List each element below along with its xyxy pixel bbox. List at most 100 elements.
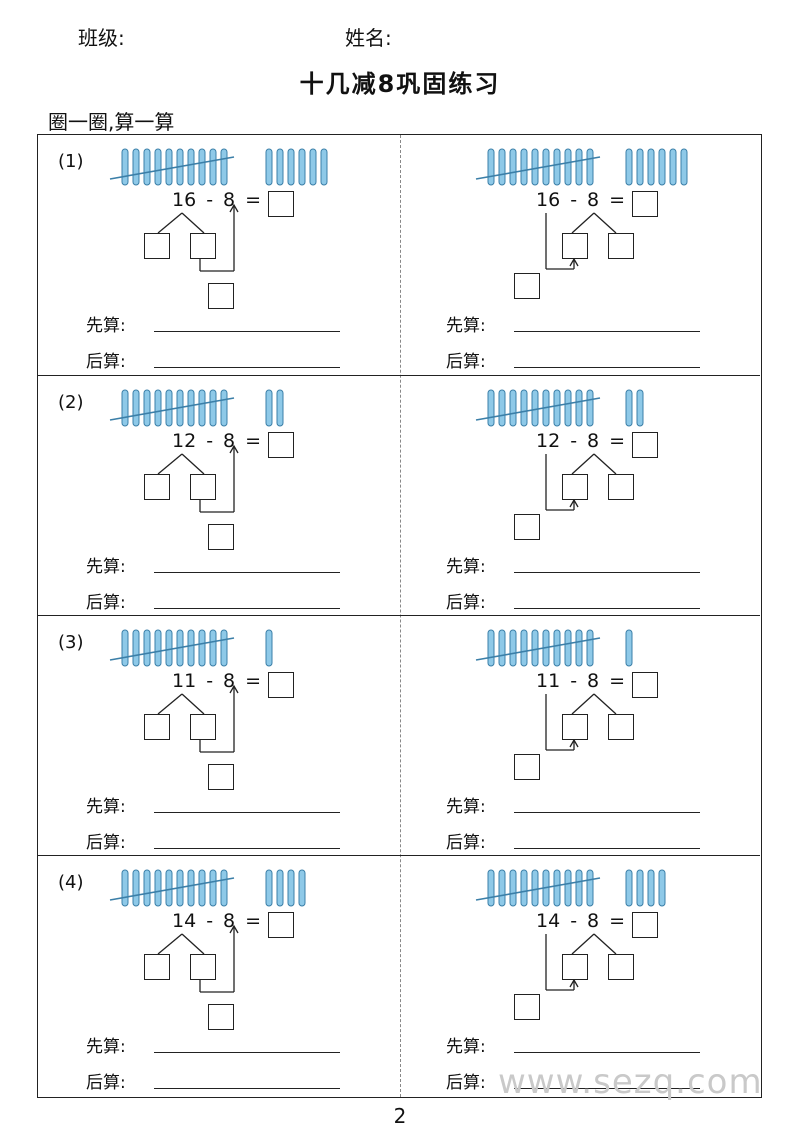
split-box-part2[interactable] [608, 474, 634, 500]
split-box-part1[interactable] [562, 954, 588, 980]
split-box-part1[interactable] [562, 474, 588, 500]
first-step-label: 先算: [446, 316, 486, 336]
sticks-illustration [109, 148, 328, 186]
answer-box[interactable] [632, 912, 658, 938]
decomposition-lines [157, 444, 239, 513]
one-stick [298, 148, 306, 186]
one-stick [625, 869, 633, 907]
split-box-part2[interactable] [608, 233, 634, 259]
one-stick [658, 869, 666, 907]
second-step-answer-line[interactable] [154, 1088, 340, 1089]
ten-stick [143, 148, 151, 186]
result-box[interactable] [514, 754, 540, 780]
first-step-label: 先算: [86, 797, 126, 817]
split-box-part1[interactable] [562, 233, 588, 259]
result-box[interactable] [208, 283, 234, 309]
second-step-answer-line[interactable] [154, 367, 340, 368]
first-step-answer-line[interactable] [154, 812, 340, 813]
answer-box[interactable] [632, 672, 658, 698]
decomposition-lines [157, 684, 239, 753]
ten-stick [498, 148, 506, 186]
equation: 11-8= [536, 670, 635, 692]
ten-stick [187, 629, 195, 667]
ten-stick [187, 389, 195, 427]
ten-stick [520, 869, 528, 907]
minus-sign: - [206, 910, 214, 932]
ten-stick [165, 869, 173, 907]
split-box-tens[interactable] [144, 233, 170, 259]
first-step-answer-line[interactable] [154, 331, 340, 332]
second-step-label: 后算: [86, 833, 126, 853]
ten-stick [531, 629, 539, 667]
split-box-tens[interactable] [144, 714, 170, 740]
ten-stick [575, 148, 583, 186]
result-box[interactable] [208, 764, 234, 790]
first-step-answer-line[interactable] [514, 572, 700, 573]
minuend: 12 [536, 430, 561, 452]
result-box[interactable] [208, 1004, 234, 1030]
answer-box[interactable] [632, 432, 658, 458]
ten-stick [575, 389, 583, 427]
second-step-answer-line[interactable] [514, 367, 700, 368]
ten-stick [498, 629, 506, 667]
split-box-part1[interactable] [562, 714, 588, 740]
answer-box[interactable] [632, 191, 658, 217]
second-step-answer-line[interactable] [154, 848, 340, 849]
watermark: www.sezq.com [498, 1062, 763, 1102]
ten-stick [564, 869, 572, 907]
one-stick [647, 869, 655, 907]
subtrahend: 8 [223, 189, 236, 211]
ten-stick [564, 389, 572, 427]
ten-stick [553, 629, 561, 667]
result-box[interactable] [514, 994, 540, 1020]
first-step-answer-line[interactable] [514, 331, 700, 332]
ten-stick [209, 389, 217, 427]
split-box-ones[interactable] [190, 474, 216, 500]
problem-row: (1)16-8=先算:后算:16-8=先算:后算: [38, 135, 760, 375]
equation: 16-8= [536, 189, 635, 211]
minus-sign: - [206, 670, 214, 692]
first-step-answer-line[interactable] [514, 1052, 700, 1053]
result-box[interactable] [208, 524, 234, 550]
problem-row: (3)11-8=先算:后算:11-8=先算:后算: [38, 615, 760, 856]
one-stick [680, 148, 688, 186]
split-box-tens[interactable] [144, 954, 170, 980]
result-box[interactable] [514, 514, 540, 540]
equals-sign: = [609, 189, 626, 211]
answer-box[interactable] [268, 191, 294, 217]
ten-stick [187, 869, 195, 907]
answer-box[interactable] [268, 912, 294, 938]
split-box-ones[interactable] [190, 714, 216, 740]
first-step-answer-line[interactable] [154, 1052, 340, 1053]
second-step-answer-line[interactable] [514, 1088, 700, 1089]
second-step-answer-line[interactable] [514, 848, 700, 849]
minus-sign: - [206, 189, 214, 211]
result-box[interactable] [514, 273, 540, 299]
first-step-answer-line[interactable] [514, 812, 700, 813]
minuend: 11 [536, 670, 561, 692]
subtrahend: 8 [587, 430, 600, 452]
split-box-part2[interactable] [608, 954, 634, 980]
ten-stick [553, 148, 561, 186]
answer-box[interactable] [268, 432, 294, 458]
split-box-part2[interactable] [608, 714, 634, 740]
one-stick [265, 389, 273, 427]
minuend: 11 [172, 670, 197, 692]
split-box-ones[interactable] [190, 233, 216, 259]
minus-sign: - [570, 189, 578, 211]
second-step-answer-line[interactable] [154, 608, 340, 609]
answer-box[interactable] [268, 672, 294, 698]
minuend: 14 [536, 910, 561, 932]
second-step-answer-line[interactable] [514, 608, 700, 609]
minus-sign: - [570, 910, 578, 932]
split-box-tens[interactable] [144, 474, 170, 500]
one-stick [320, 148, 328, 186]
first-step-label: 先算: [86, 1037, 126, 1057]
one-stick [636, 148, 644, 186]
equation: 12-8= [536, 430, 635, 452]
sticks-illustration [109, 629, 273, 667]
one-stick [636, 869, 644, 907]
split-box-ones[interactable] [190, 954, 216, 980]
sticks-illustration [475, 629, 633, 667]
first-step-answer-line[interactable] [154, 572, 340, 573]
